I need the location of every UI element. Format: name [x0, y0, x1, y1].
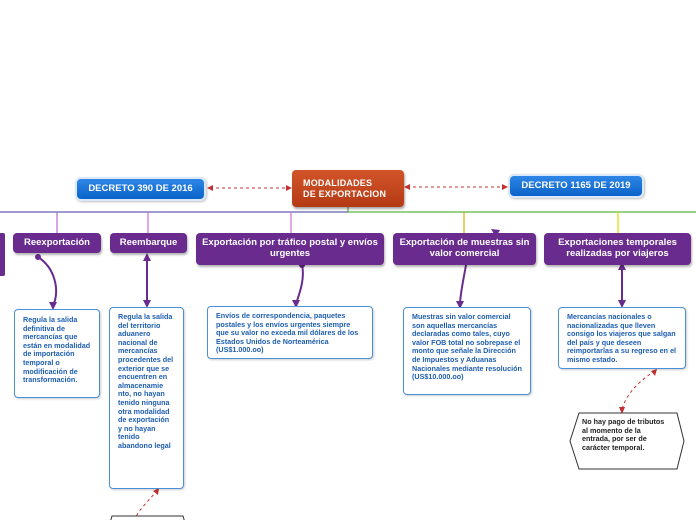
decree-390-node[interactable]: DECRETO 390 DE 2016 [75, 177, 206, 201]
modality-reexportacion[interactable]: Reexportación [13, 233, 101, 253]
modality-temporales-viajeros[interactable]: Exportaciones temporales realizadas por … [544, 233, 691, 265]
description-temporales-viajeros: Mercancías nacionales o nacionalizadas q… [558, 307, 686, 369]
note-hexagon [569, 412, 685, 470]
description-reembarque: Regula la salida del territorio aduanero… [109, 307, 184, 489]
decree-links [210, 186, 505, 189]
description-trafico-postal: Envíos de correspondencia, paquetes post… [207, 306, 373, 359]
decree-link-arrows [207, 184, 508, 191]
partial-node-left [0, 233, 5, 276]
central-topic[interactable]: MODALIDADES DE EXPORTACION [292, 170, 404, 207]
decree-1165-node[interactable]: DECRETO 1165 DE 2019 [508, 174, 644, 198]
modality-trafico-postal[interactable]: Exportación por tráfico postal y envíos … [196, 233, 384, 265]
note-hexagon-partial [110, 515, 185, 520]
modality-muestras-sin-valor[interactable]: Exportación de muestras sin valor comerc… [393, 233, 536, 265]
note-temporal: No hay pago de tributos al momento de la… [582, 417, 665, 452]
modality-reembarque[interactable]: Reembarque [110, 233, 187, 253]
description-reexportacion: Regula la salida definitiva de mercancía… [14, 309, 100, 398]
central-topic-line2: DE EXPORTACION [303, 189, 387, 199]
description-muestras-sin-valor: Muestras sin valor comercial son aquella… [403, 307, 531, 395]
central-topic-line1: MODALIDADES [303, 178, 373, 188]
